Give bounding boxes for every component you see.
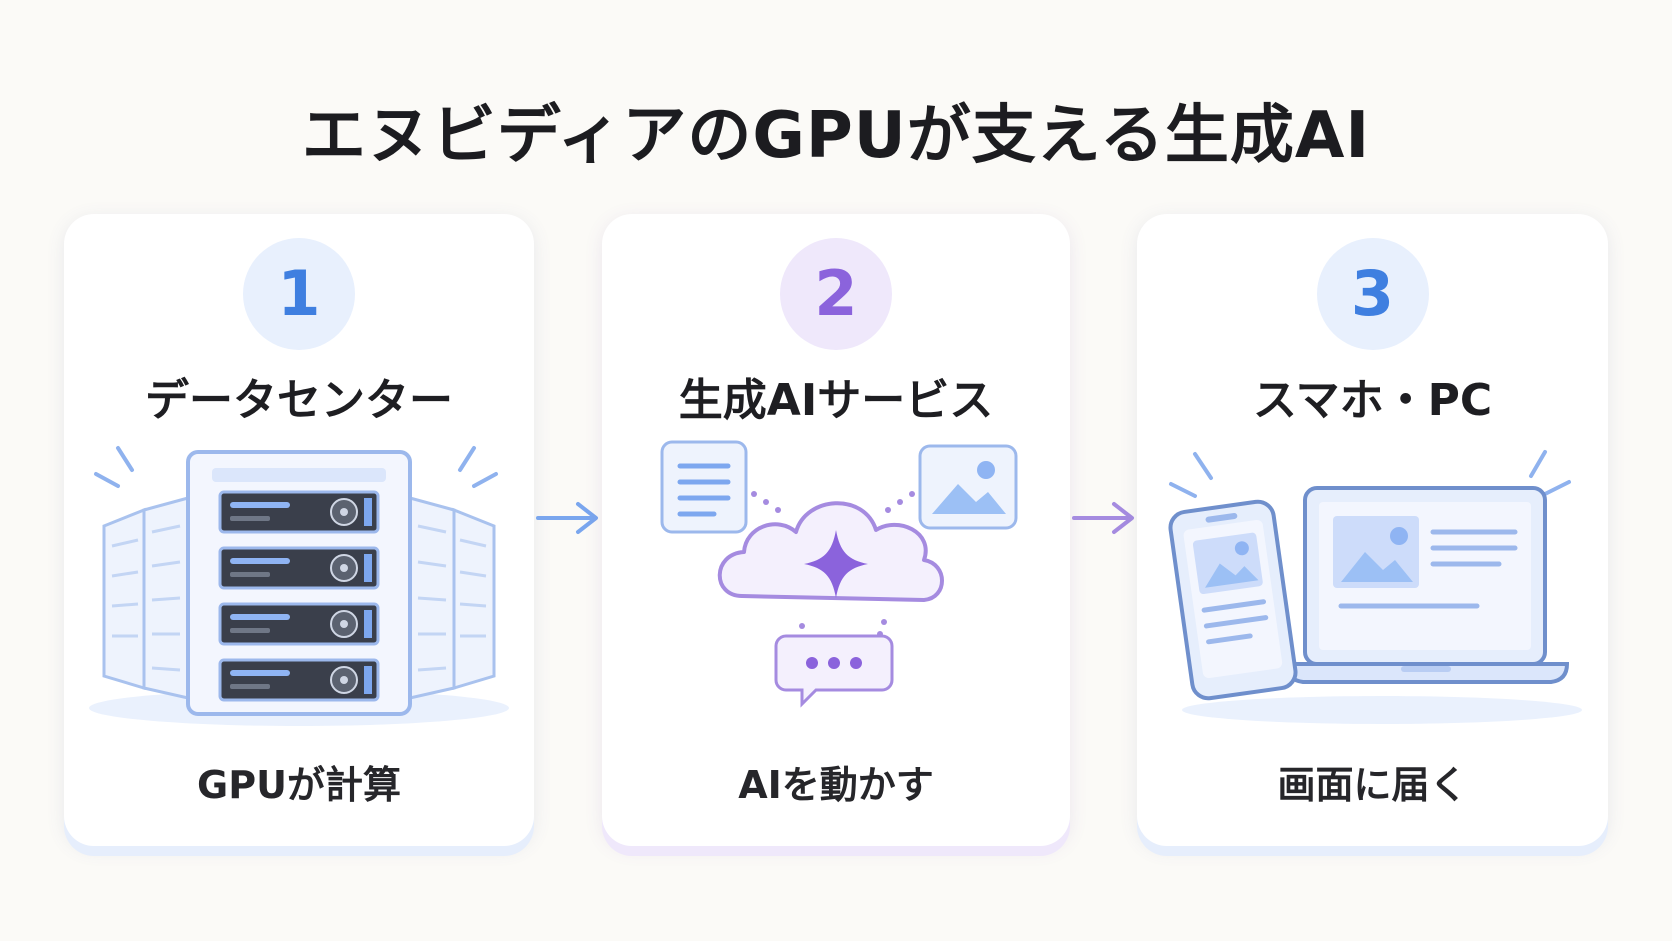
step-title: スマホ・PC bbox=[1252, 375, 1493, 426]
data-center-server-icon bbox=[89, 446, 509, 726]
step-caption: 画面に届く bbox=[1277, 763, 1468, 807]
step-title: データセンター bbox=[145, 375, 453, 426]
step-caption: GPUが計算 bbox=[197, 763, 401, 807]
step-number-badge: 1 bbox=[243, 238, 355, 350]
step-card-data-center: 1 データセンター bbox=[64, 214, 534, 846]
step-card-ai-service: 2 生成AIサービス AIを動かす bbox=[602, 214, 1070, 846]
step-number-badge: 2 bbox=[780, 238, 892, 350]
arrow-right-icon bbox=[1072, 502, 1134, 534]
step-number-badge: 3 bbox=[1316, 238, 1429, 350]
arrow-right-icon bbox=[536, 502, 598, 534]
step-caption: AIを動かす bbox=[738, 763, 934, 807]
page-title: エヌビディアのGPUが支える生成AI bbox=[301, 99, 1371, 173]
ai-cloud-icon bbox=[660, 440, 1018, 708]
phone-laptop-icon bbox=[1168, 450, 1582, 724]
step-card-devices: 3 スマホ・PC bbox=[1137, 214, 1608, 846]
step-title: 生成AIサービス bbox=[678, 375, 994, 426]
